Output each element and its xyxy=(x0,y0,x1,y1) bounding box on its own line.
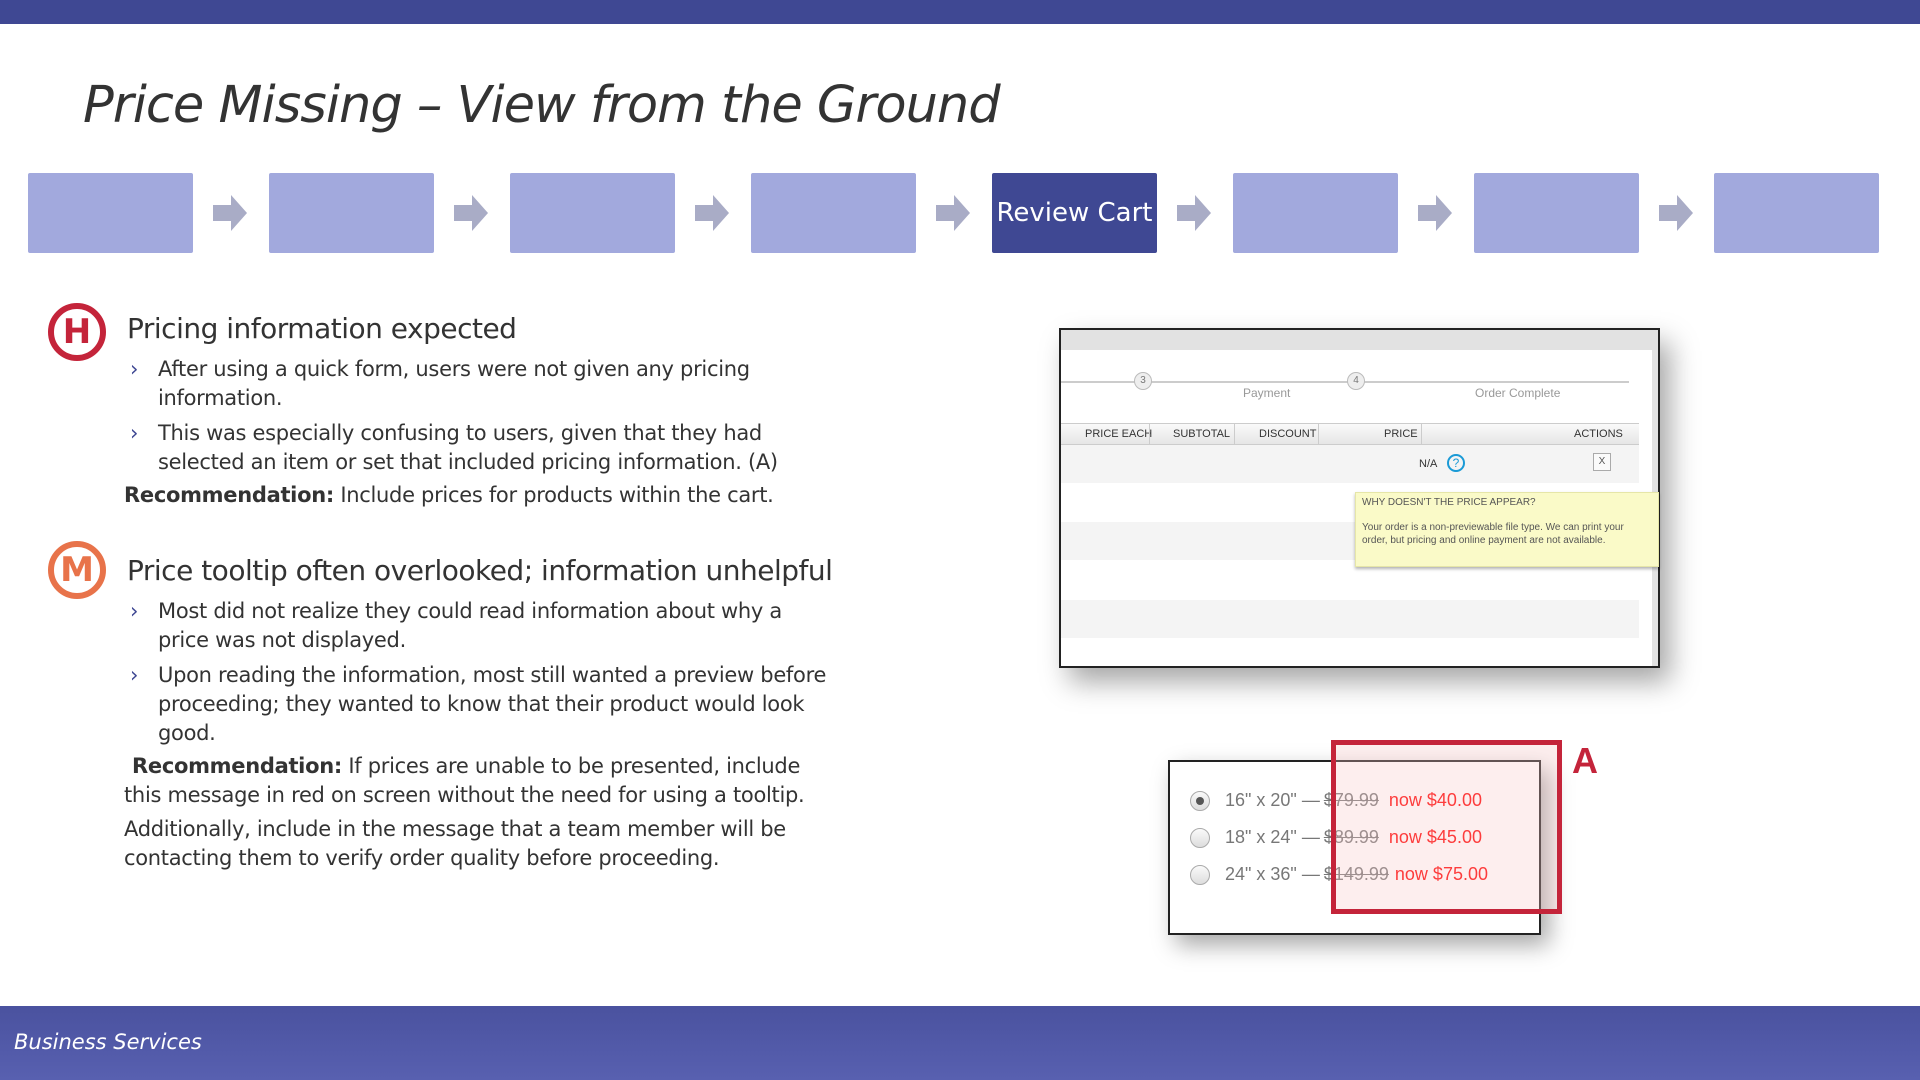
arrow-right-icon xyxy=(454,195,488,231)
column-actions: ACTIONS xyxy=(1574,428,1623,440)
callout-label: A xyxy=(1572,740,1598,781)
remove-item-button[interactable]: X xyxy=(1593,453,1611,471)
process-step-4 xyxy=(751,173,916,253)
bullet-text: This was especially confusing to users, … xyxy=(158,421,778,474)
recommendation: Recommendation: If prices are unable to … xyxy=(124,752,814,810)
screenshot-top-strip xyxy=(1061,330,1658,350)
arrow-right-icon xyxy=(1177,195,1211,231)
size-options-screenshot: 16" x 20" —$79.99 now $40.00 18" x 24" —$… xyxy=(1168,760,1541,935)
arrow-right-icon xyxy=(1659,195,1693,231)
process-step-review-cart: Review Cart xyxy=(992,173,1157,253)
price-tooltip: WHY DOESN'T THE PRICE APPEAR? Your order… xyxy=(1355,492,1659,567)
process-step-8 xyxy=(1714,173,1879,253)
old-price: $89.99 xyxy=(1323,827,1379,847)
sale-price: now $40.00 xyxy=(1388,790,1482,810)
progress-label-payment: Payment xyxy=(1243,386,1291,400)
bullet-item: ›This was especially confusing to users,… xyxy=(130,421,778,474)
severity-medium-badge: M xyxy=(48,541,106,599)
finding-bullets: ›After using a quick form, users were no… xyxy=(130,355,830,483)
footer-bar: Business Services xyxy=(0,1006,1920,1080)
tooltip-body: Your order is a non-previewable file typ… xyxy=(1362,522,1624,546)
recommendation-text: If prices are unable to be presented, in… xyxy=(124,754,805,807)
cart-screenshot: 3 Payment 4 Order Complete PRICE EACH SU… xyxy=(1059,328,1660,668)
arrow-right-icon xyxy=(695,195,729,231)
progress-line xyxy=(1061,381,1629,383)
column-subtotal: SUBTOTAL xyxy=(1173,428,1231,440)
highlight-box xyxy=(1331,740,1562,914)
progress-step-3: 3 xyxy=(1134,372,1152,390)
radio-unselected[interactable] xyxy=(1190,864,1210,885)
bullet-text: Upon reading the information, most still… xyxy=(158,663,827,745)
finding-heading: Price tooltip often overlooked; informat… xyxy=(127,554,833,587)
column-price: PRICE xyxy=(1384,428,1418,440)
size-option[interactable]: 18" x 24" —$89.99 now $45.00 xyxy=(1190,827,1482,848)
column-discount: DISCOUNT xyxy=(1259,428,1317,440)
size-label: 24" x 36" — xyxy=(1225,864,1320,884)
top-bar xyxy=(0,0,1920,24)
cart-table-header: PRICE EACH SUBTOTAL DISCOUNT PRICE ACTIO… xyxy=(1061,423,1639,446)
process-step-6 xyxy=(1233,173,1398,253)
process-step-7 xyxy=(1474,173,1639,253)
cart-row xyxy=(1061,600,1639,638)
severity-high-badge: H xyxy=(48,303,106,361)
size-label: 16" x 20" — xyxy=(1225,790,1320,810)
bullet-item: ›After using a quick form, users were no… xyxy=(130,357,750,410)
help-icon[interactable]: ? xyxy=(1447,454,1465,472)
price-value: N/A xyxy=(1419,458,1438,470)
bullet-item: ›Most did not realize they could read in… xyxy=(130,599,782,652)
bullet-text: After using a quick form, users were not… xyxy=(158,357,750,410)
process-step-2 xyxy=(269,173,434,253)
cart-row: N/A ? X xyxy=(1061,445,1639,483)
recommendation: Recommendation: Include prices for produ… xyxy=(124,481,824,510)
recommendation-label: Recommendation: xyxy=(132,754,342,778)
size-label: 18" x 24" — xyxy=(1225,827,1320,847)
old-price: $79.99 xyxy=(1323,790,1379,810)
column-price-each: PRICE EACH xyxy=(1085,428,1153,440)
radio-selected[interactable] xyxy=(1190,790,1210,811)
bullet-item: ›Upon reading the information, most stil… xyxy=(130,663,827,745)
recommendation-additional: Additionally, include in the message tha… xyxy=(124,817,786,870)
arrow-right-icon xyxy=(936,195,970,231)
slide-title: Price Missing – View from the Ground xyxy=(83,76,1001,135)
recommendation-label: Recommendation: xyxy=(124,483,334,507)
recommendation-text: Include prices for products within the c… xyxy=(333,483,774,507)
progress-step-4: 4 xyxy=(1347,372,1365,390)
sale-price: now $75.00 xyxy=(1394,864,1488,884)
arrow-right-icon xyxy=(213,195,247,231)
process-step-3 xyxy=(510,173,675,253)
arrow-right-icon xyxy=(1418,195,1452,231)
old-price: $149.99 xyxy=(1323,864,1389,884)
finding-bullets: ›Most did not realize they could read in… xyxy=(130,597,830,754)
progress-label-complete: Order Complete xyxy=(1475,386,1561,400)
radio-unselected[interactable] xyxy=(1190,827,1210,848)
tooltip-title: WHY DOESN'T THE PRICE APPEAR? xyxy=(1362,497,1536,508)
process-step-1 xyxy=(28,173,193,253)
finding-heading: Pricing information expected xyxy=(127,312,517,345)
bullet-text: Most did not realize they could read inf… xyxy=(158,599,782,652)
footer-text: Business Services xyxy=(14,1030,202,1054)
sale-price: now $45.00 xyxy=(1388,827,1482,847)
size-option[interactable]: 16" x 20" —$79.99 now $40.00 xyxy=(1190,790,1482,811)
